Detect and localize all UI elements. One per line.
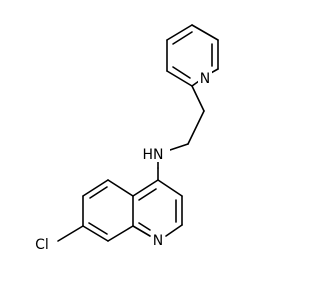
pyridine-ring bbox=[166, 24, 219, 87]
pyridine-nitrogen-label: N bbox=[200, 71, 210, 87]
bond bbox=[107, 179, 134, 197]
bond bbox=[191, 24, 219, 41]
quinoline-ring-system bbox=[57, 161, 183, 242]
bond bbox=[191, 85, 205, 112]
double-bond-inner bbox=[172, 66, 191, 79]
chlorine-label: Cl bbox=[35, 237, 49, 253]
atom-labels: N HN Cl N bbox=[30, 70, 212, 253]
bond bbox=[132, 225, 151, 237]
methylene-linker bbox=[157, 85, 205, 155]
bond bbox=[82, 225, 109, 242]
bond bbox=[166, 70, 193, 87]
bond bbox=[107, 225, 134, 242]
double-bond-inner bbox=[138, 188, 157, 201]
bond bbox=[132, 179, 159, 197]
bond bbox=[166, 24, 193, 41]
amine-nh-label: HN bbox=[143, 147, 164, 163]
double-bond-inner bbox=[88, 222, 108, 235]
bond bbox=[57, 225, 84, 242]
double-bond-inner bbox=[89, 186, 108, 199]
bond bbox=[187, 110, 205, 145]
bond bbox=[191, 80, 200, 87]
double-bond-inner bbox=[138, 222, 151, 231]
structure-diagram: N HN Cl N bbox=[30, 24, 219, 253]
double-bond-inner bbox=[172, 31, 193, 45]
bond bbox=[157, 179, 183, 197]
bond bbox=[165, 224, 183, 237]
bond bbox=[82, 179, 109, 197]
quinoline-nitrogen-label: N bbox=[153, 233, 163, 249]
